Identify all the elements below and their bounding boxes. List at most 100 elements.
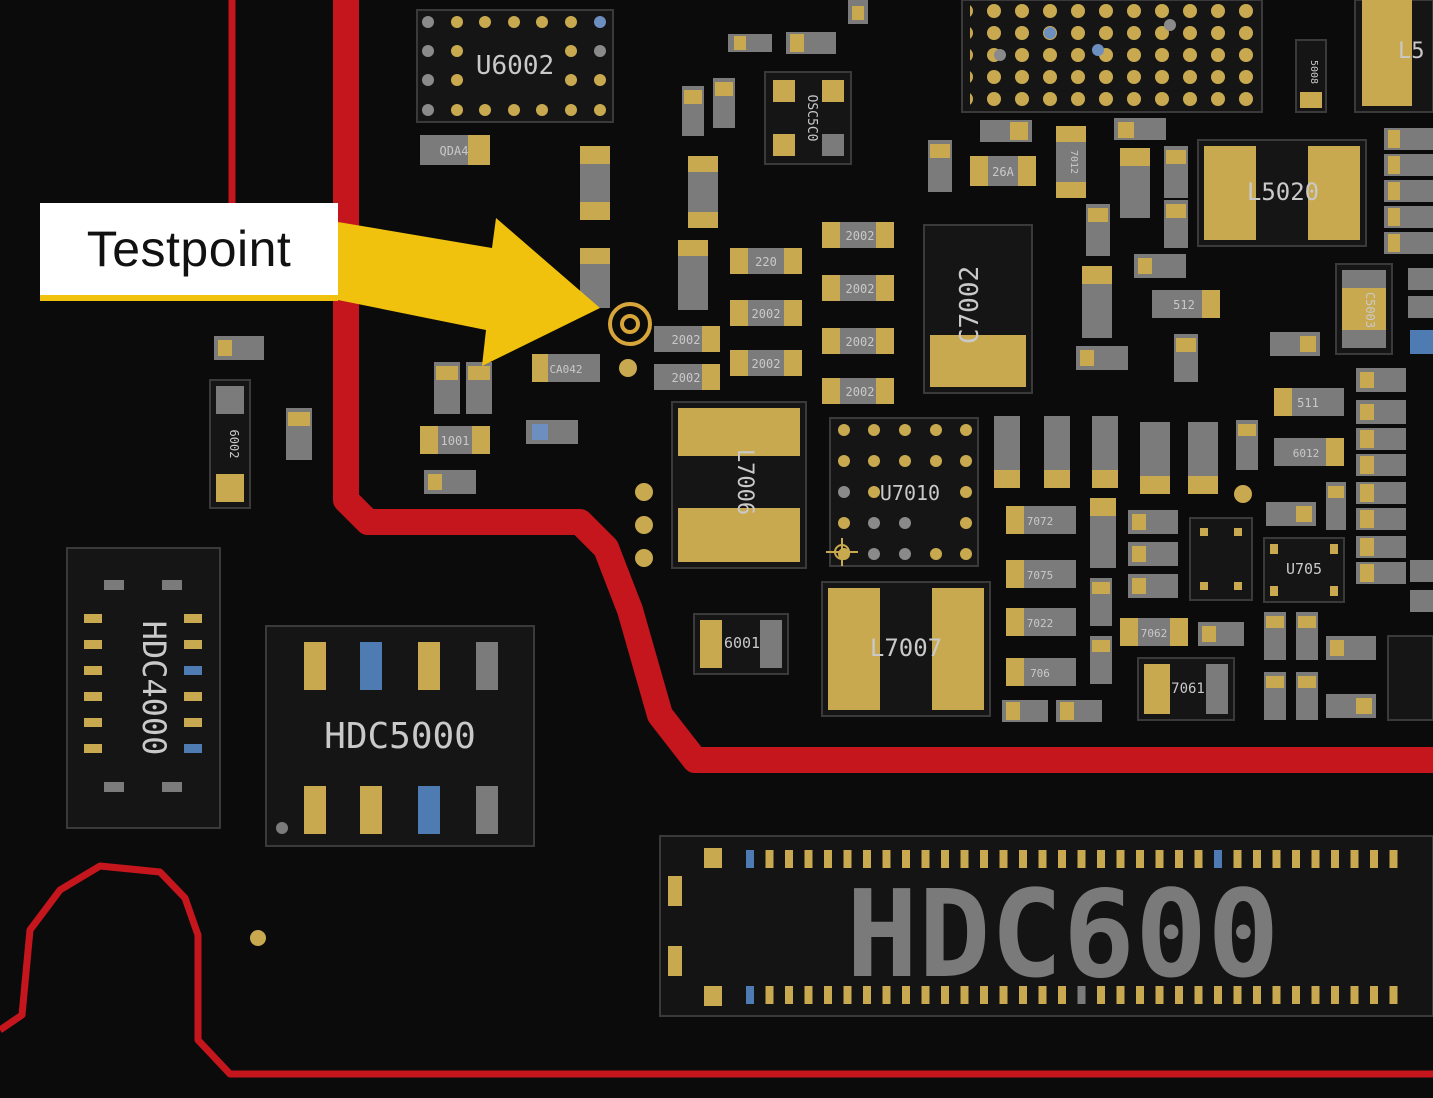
- connector-pin: [1136, 850, 1144, 868]
- connector-pin: [1370, 986, 1378, 1004]
- connector-pin: [824, 850, 832, 868]
- capacitor-2002-left: 6002: [209, 379, 251, 509]
- inductor-l5020: L5020: [1197, 139, 1367, 247]
- connector-pin: [1214, 850, 1222, 868]
- capacitor-512: 512: [1152, 290, 1220, 318]
- connector-pin: [1331, 850, 1339, 868]
- connector-pin: [941, 850, 949, 868]
- resistor-2002-f: 2002: [730, 350, 802, 376]
- svg-text:6012: 6012: [1293, 447, 1320, 460]
- connector-pin: [1097, 850, 1105, 868]
- svg-text:2002: 2002: [846, 335, 875, 349]
- svg-text:7022: 7022: [1027, 617, 1054, 630]
- connector-pin: [824, 986, 832, 1004]
- chip-bga-top: [961, 0, 1263, 113]
- connector-pin: [1097, 986, 1105, 1004]
- c6001-label: 6001: [724, 634, 760, 652]
- testpoint-marker: [608, 302, 652, 346]
- capacitor-1001: 1001: [420, 426, 490, 454]
- resistor-2002-g: 2002: [654, 326, 720, 352]
- connector-pin: [1077, 986, 1086, 1004]
- connector-pin: [1331, 986, 1339, 1004]
- connector-pin: [863, 986, 871, 1004]
- inductor-l7007: L7007: [821, 581, 991, 717]
- svg-text:220: 220: [755, 255, 777, 269]
- connector-pin: [804, 986, 813, 1004]
- svg-text:2002: 2002: [672, 371, 701, 385]
- l5-label: L5: [1398, 39, 1425, 64]
- qda4-label: QDA4: [440, 144, 469, 158]
- svg-text:CA042: CA042: [549, 363, 582, 376]
- connector-pin: [1038, 850, 1047, 868]
- hdc6000-label: HDC600: [846, 866, 1279, 1005]
- connector-pin: [941, 986, 949, 1004]
- connector-pin: [999, 850, 1008, 868]
- connector-pin: [882, 986, 891, 1004]
- connector-pin: [1058, 850, 1066, 868]
- connector-pin: [1214, 986, 1222, 1004]
- l7007-label: L7007: [870, 634, 942, 662]
- svg-text:5008: 5008: [1308, 60, 1319, 84]
- resistor-2002-b: 2002: [822, 275, 894, 301]
- chip-u6002: U6002: [416, 9, 614, 123]
- svg-text:C5003: C5003: [1363, 292, 1377, 328]
- inductor-l7006: L7006: [671, 401, 807, 569]
- component-7061: 7061: [1137, 657, 1235, 721]
- connector-pin: [1311, 986, 1320, 1004]
- testpoint-callout-label: Testpoint: [86, 221, 292, 277]
- connector-pin: [1058, 986, 1066, 1004]
- svg-text:2002: 2002: [846, 385, 875, 399]
- chip-hdc5000: HDC5000: [265, 625, 535, 847]
- capacitor-7075: 7075: [1006, 560, 1076, 588]
- connector-pin: [902, 986, 910, 1004]
- connector-pin: [1019, 850, 1027, 868]
- connector-pin: [1175, 986, 1183, 1004]
- svg-text:6002: 6002: [227, 430, 241, 459]
- connector-pin: [1155, 986, 1164, 1004]
- l5020-label: L5020: [1247, 178, 1319, 206]
- connector-pin: [1253, 986, 1261, 1004]
- connector-pin: [1272, 850, 1281, 868]
- connector-pin: [1136, 986, 1144, 1004]
- connector-pin: [1233, 850, 1242, 868]
- capacitor-5008: 5008: [1295, 39, 1327, 113]
- connector-pin: [1253, 850, 1261, 868]
- l7006-label: L7006: [732, 449, 757, 515]
- svg-text:2002: 2002: [752, 357, 781, 371]
- connector-pin: [843, 986, 852, 1004]
- u705-label: U705: [1286, 560, 1322, 578]
- tiny-passives: [214, 0, 1433, 946]
- connector-pin: [1389, 986, 1398, 1004]
- svg-text:2002: 2002: [846, 282, 875, 296]
- hdc5000-label: HDC5000: [324, 716, 476, 757]
- resistor-2002-h: 2002: [654, 364, 720, 390]
- capacitor-7012: 7012: [1056, 126, 1086, 198]
- capacitor-706: 706: [1006, 658, 1076, 686]
- resistor-220: 220: [730, 248, 802, 274]
- connector-pin: [1350, 850, 1359, 868]
- connector-pin: [1272, 986, 1281, 1004]
- resistor-2002-e: 2002: [730, 300, 802, 326]
- svg-text:7072: 7072: [1027, 515, 1054, 528]
- callout-arrow: [338, 218, 600, 366]
- c7002-label: C7002: [955, 266, 985, 344]
- connector-pin: [1311, 850, 1320, 868]
- component-6001: 6001: [693, 613, 789, 675]
- svg-text:7062: 7062: [1141, 627, 1168, 640]
- capacitor-c5003: C5003: [1335, 263, 1393, 355]
- resistor-2002-d: 2002: [822, 378, 894, 404]
- svg-text:511: 511: [1297, 396, 1319, 410]
- connector-pin: [1292, 850, 1300, 868]
- capacitor-c7002: C7002: [923, 224, 1033, 394]
- c7061-label: 7061: [1171, 681, 1205, 697]
- connector-pin: [1116, 850, 1125, 868]
- connector-pin: [1194, 986, 1203, 1004]
- connector-pin: [902, 850, 910, 868]
- connector-pin: [1194, 850, 1203, 868]
- component-oscillator: OSC5C0: [764, 71, 852, 165]
- chip-u705: U705: [1263, 537, 1345, 603]
- testpoint-callout: Testpoint: [40, 203, 338, 301]
- capacitor-ca042: CA042: [532, 354, 600, 382]
- connector-pin: [804, 850, 813, 868]
- connector-pin: [1292, 986, 1300, 1004]
